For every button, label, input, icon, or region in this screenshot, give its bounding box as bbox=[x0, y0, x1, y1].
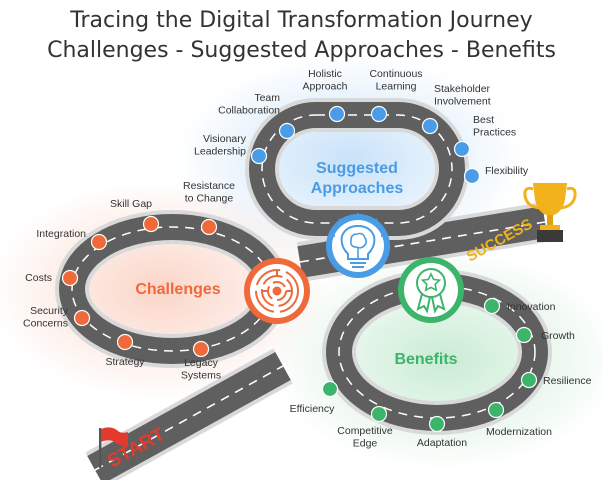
challenges-milestone-dot bbox=[192, 340, 210, 358]
maze-icon bbox=[255, 269, 299, 313]
start-road bbox=[85, 348, 293, 480]
approaches-milestone-dot bbox=[463, 167, 481, 185]
page-title-line2: Challenges - Suggested Approaches - Bene… bbox=[47, 38, 556, 63]
approaches-milestone-dot bbox=[421, 117, 439, 135]
challenges-milestone-label: Skill Gap bbox=[110, 198, 152, 210]
approaches-milestone-dot bbox=[453, 140, 471, 158]
approaches-title-line1: Suggested bbox=[316, 160, 398, 177]
challenges-milestone-label: Costs bbox=[25, 272, 52, 284]
challenges-milestone-dot bbox=[200, 218, 218, 236]
challenges-milestone-label: Integration bbox=[36, 228, 86, 240]
benefits-milestone-dot bbox=[428, 415, 446, 433]
benefits-badge bbox=[398, 257, 464, 323]
benefits-milestone-dot bbox=[483, 297, 501, 315]
trophy-icon bbox=[523, 183, 577, 242]
challenges-milestone-dot bbox=[90, 233, 108, 251]
benefits-title: Benefits bbox=[394, 351, 457, 368]
benefits-milestone-label: Modernization bbox=[486, 426, 552, 438]
benefits-milestone-label: Adaptation bbox=[417, 437, 467, 449]
approaches-milestone-dot bbox=[250, 147, 268, 165]
benefits-milestone-dot bbox=[321, 380, 339, 398]
benefits-milestone-label: Innovation bbox=[507, 301, 556, 313]
challenges-milestone-dot bbox=[73, 309, 91, 327]
benefits-milestone-label: Growth bbox=[541, 330, 575, 342]
lightbulb-brain-icon bbox=[329, 213, 387, 268]
challenges-milestone-dot bbox=[142, 215, 160, 233]
benefits-milestone-dot bbox=[515, 326, 533, 344]
challenges-milestone-dot bbox=[116, 333, 134, 351]
approaches-milestone-dot bbox=[370, 105, 388, 123]
challenges-title: Challenges bbox=[135, 281, 220, 298]
approaches-milestone-dot bbox=[328, 105, 346, 123]
benefits-milestone-label: Efficiency bbox=[290, 403, 335, 415]
benefits-milestone-dot bbox=[370, 405, 388, 423]
approaches-badge bbox=[326, 213, 390, 278]
approaches-milestone-label: Flexibility bbox=[485, 165, 529, 177]
benefits-milestone-dot bbox=[487, 401, 505, 419]
benefits-milestone-dot bbox=[520, 371, 538, 389]
benefits-milestone-label: Resilience bbox=[543, 375, 592, 387]
red-flag-icon bbox=[99, 427, 128, 468]
challenges-milestone-label: Strategy bbox=[105, 356, 145, 368]
challenges-badge bbox=[244, 258, 310, 324]
approaches-title-line2: Approaches bbox=[311, 180, 404, 197]
award-ribbon-icon bbox=[416, 268, 446, 314]
challenges-milestone-dot bbox=[61, 269, 79, 287]
approaches-milestone-dot bbox=[278, 122, 296, 140]
page-title-line1: Tracing the Digital Transformation Journ… bbox=[70, 8, 533, 33]
